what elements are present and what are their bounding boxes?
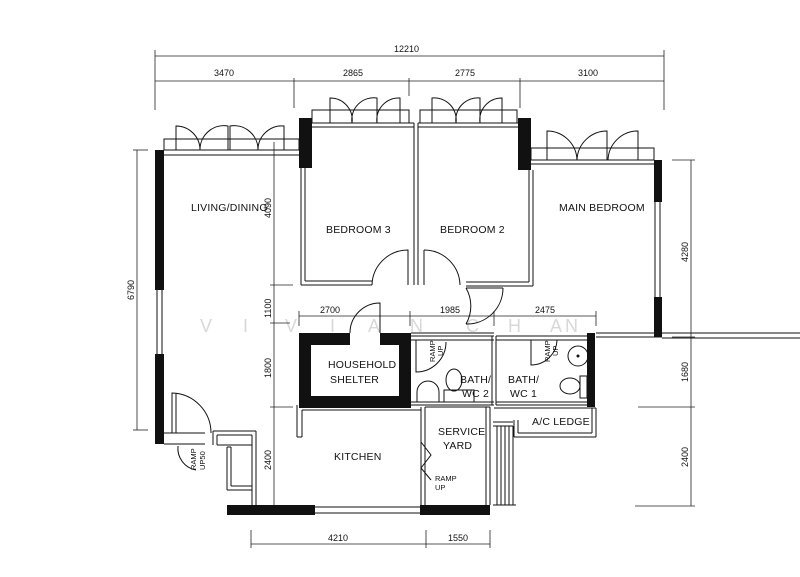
svg-text:UP: UP (551, 346, 560, 356)
svg-text:I: I (330, 316, 335, 336)
door-swings (171, 249, 558, 481)
svg-text:1680: 1680 (680, 362, 690, 382)
left-dimension: 6790 (126, 149, 148, 431)
svg-text:UP50: UP50 (198, 451, 207, 470)
svg-text:1985: 1985 (440, 305, 460, 315)
svg-text:2700: 2700 (320, 305, 340, 315)
svg-text:4210: 4210 (328, 533, 348, 543)
dim-top-4: 3100 (578, 68, 598, 78)
svg-text:RAMP: RAMP (543, 340, 552, 362)
svg-text:N: N (565, 316, 578, 336)
label-household-shelter-1: HOUSEHOLD (328, 359, 397, 371)
svg-text:4090: 4090 (263, 198, 273, 218)
svg-text:UP: UP (436, 346, 445, 356)
dim-overall-width: 12210 (394, 44, 419, 54)
svg-text:C: C (466, 316, 479, 336)
label-bedroom-3: BEDROOM 3 (326, 224, 391, 236)
svg-text:I: I (243, 316, 248, 336)
svg-text:N: N (410, 316, 423, 336)
label-household-shelter-2: SHELTER (330, 374, 379, 386)
svg-text:1100: 1100 (263, 299, 273, 318)
svg-text:RAMP: RAMP (189, 448, 198, 470)
svg-text:1800: 1800 (263, 358, 273, 378)
svg-text:1550: 1550 (448, 533, 468, 543)
label-bedroom-2: BEDROOM 2 (440, 224, 505, 236)
balcony-doors (163, 97, 800, 339)
walls (155, 118, 662, 515)
label-service-yard-1: SERVICE (438, 426, 485, 438)
label-bath-wc1-1: BATH/ (508, 374, 539, 386)
label-main-bedroom: MAIN BEDROOM (559, 202, 645, 214)
svg-text:2475: 2475 (535, 305, 555, 315)
svg-text:A: A (368, 316, 380, 336)
label-living-dining: LIVING/DINING (191, 202, 268, 214)
label-service-yard-2: YARD (443, 440, 472, 452)
svg-text:H: H (508, 316, 521, 336)
svg-text:2400: 2400 (680, 447, 690, 467)
svg-text:V: V (200, 316, 212, 336)
room-labels: LIVING/DINING BEDROOM 3 BEDROOM 2 MAIN B… (191, 202, 645, 463)
label-bath-wc1-2: WC 1 (510, 388, 537, 400)
fixtures (416, 345, 589, 403)
svg-text:V: V (285, 316, 297, 336)
watermark: V I V I A N C H A N (200, 316, 578, 336)
bottom-dimensions: 4210 1550 (250, 530, 491, 548)
svg-text:UP: UP (435, 483, 445, 492)
label-bath-wc2-2: WC 2 (462, 388, 489, 400)
label-kitchen: KITCHEN (334, 451, 382, 463)
dim-top-3: 2775 (455, 68, 475, 78)
dim-top-2: 2865 (343, 68, 363, 78)
label-bath-wc2-1: BATH/ (460, 374, 491, 386)
top-dimensions: 12210 3470 2865 2775 3100 (154, 44, 665, 110)
corridor-dimensions: 2700 1985 2475 (298, 305, 597, 326)
svg-text:RAMP: RAMP (435, 474, 457, 483)
svg-text:2400: 2400 (263, 450, 273, 470)
svg-text:4280: 4280 (680, 242, 690, 262)
inner-left-dimensions: 4090 1100 1800 2400 (263, 142, 293, 508)
svg-text:6790: 6790 (126, 280, 136, 300)
svg-text:RAMP: RAMP (428, 340, 437, 362)
svg-text:A: A (550, 316, 562, 336)
ramp-annotations: RAMP UP RAMP UP RAMP UP RAMP UP50 (177, 340, 560, 492)
label-ac-ledge: A/C LEDGE (532, 416, 590, 428)
dim-top-1: 3470 (214, 68, 234, 78)
